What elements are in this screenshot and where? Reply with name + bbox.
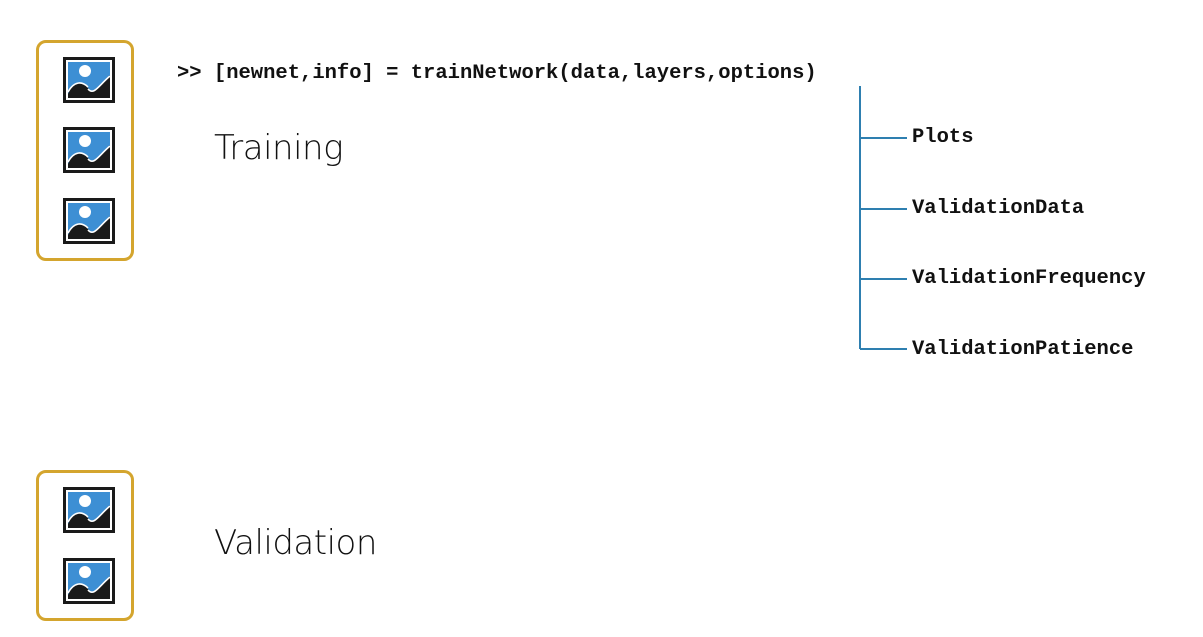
option-validation-frequency: ValidationFrequency	[912, 267, 1146, 290]
option-plots: Plots	[912, 126, 974, 149]
validation-label: Validation	[214, 523, 377, 563]
option-validation-patience: ValidationPatience	[912, 338, 1134, 361]
option-validation-data: ValidationData	[912, 197, 1085, 220]
validation-image-group	[36, 470, 134, 621]
training-label: Training	[214, 128, 343, 168]
train-network-command: >> [newnet,info] = trainNetwork(data,lay…	[177, 62, 817, 85]
training-image-group	[36, 40, 134, 261]
